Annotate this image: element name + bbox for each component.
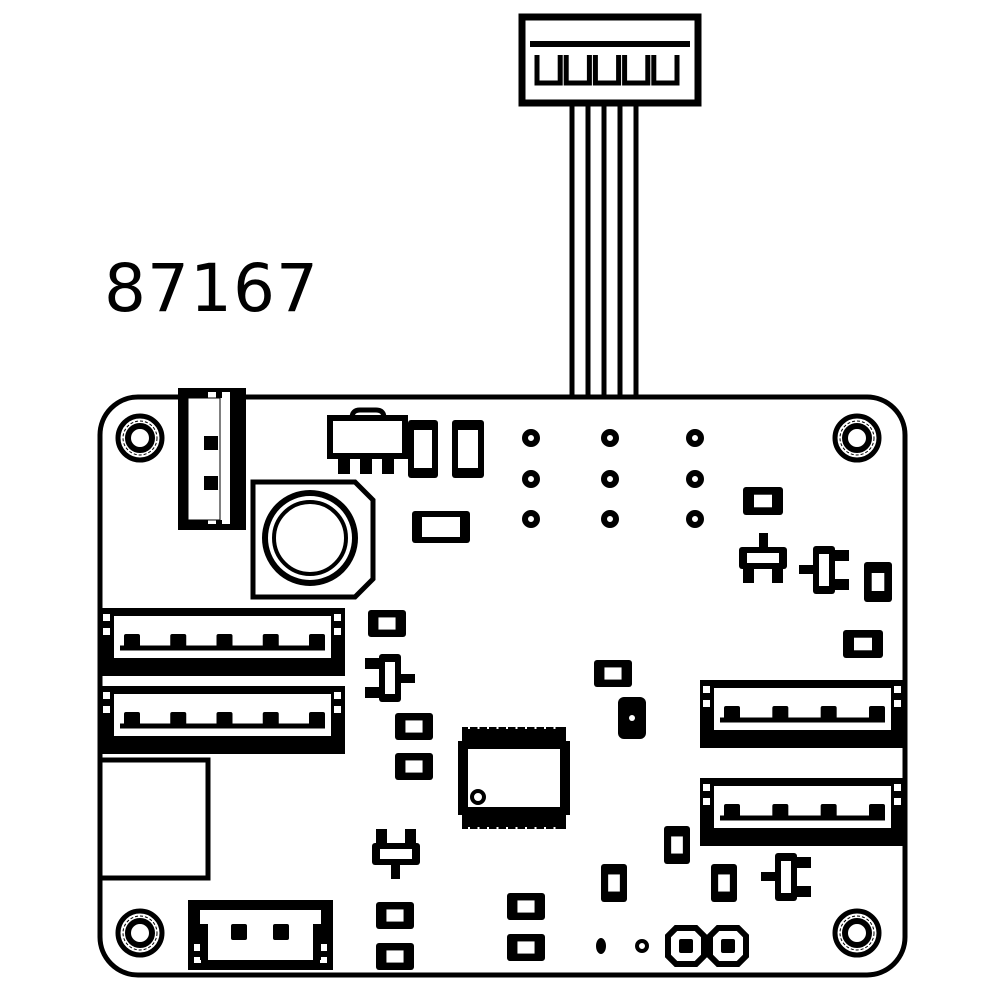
power-inductor: [250, 479, 376, 600]
through-hole-pad: [601, 510, 619, 528]
connectors: [100, 388, 905, 970]
through-hole-pad: [522, 470, 540, 488]
jst-5pin-left-upper: [100, 608, 345, 676]
test-point: [635, 939, 649, 953]
smd-resistor-capacitor: [376, 943, 414, 970]
ribbon-connector: [518, 13, 702, 107]
jst-5pin-left-lower: [100, 686, 345, 754]
ribbon-connector-pins: [534, 55, 680, 86]
regulator-lead: [382, 456, 394, 474]
smd-resistor-capacitor: [864, 562, 892, 602]
header-pad-grid: [522, 429, 704, 528]
smd-resistor-capacitor: [601, 864, 627, 902]
through-hole-pad: [686, 470, 704, 488]
ribbon-pin: [651, 55, 680, 86]
usb-port: [97, 757, 211, 881]
smd-resistor-capacitor: [376, 902, 414, 929]
mounting-hole: [832, 908, 882, 958]
transistors: [365, 533, 849, 901]
mounting-hole: [115, 413, 165, 463]
ribbon-pin: [534, 55, 563, 86]
part-number-label: 87167: [104, 250, 319, 327]
through-hole-pad: [686, 429, 704, 447]
through-hole-pad: [601, 470, 619, 488]
smd-resistor-capacitor: [408, 420, 438, 478]
ribbon-pin: [622, 55, 651, 86]
test-points: [596, 938, 649, 954]
connector-pin: [204, 436, 218, 450]
misc-components: [97, 407, 749, 967]
connector-pin: [273, 924, 289, 940]
smd-resistor-capacitor: [743, 487, 783, 515]
jst-2pin-vertical-top-left: [178, 388, 246, 530]
jst-4pin-right-upper: [700, 680, 905, 748]
sot23-top-right: [739, 533, 787, 583]
ribbon-pin: [563, 55, 592, 86]
smd-resistor-capacitor: [843, 630, 883, 658]
ic-chip: [458, 725, 570, 831]
jst-4pin-right-lower: [700, 778, 905, 846]
test-point: [596, 938, 606, 954]
through-hole-pad: [686, 510, 704, 528]
sot23-right-vertical: [799, 546, 849, 594]
smd-resistor-capacitor: [711, 864, 737, 902]
smd-resistor-capacitor: [368, 610, 406, 637]
smd-resistor-capacitor: [594, 660, 632, 687]
through-hole-pad: [601, 429, 619, 447]
ribbon-cable: [518, 13, 702, 397]
regulator-lead: [360, 456, 372, 474]
smd-resistor-capacitor: [395, 713, 433, 740]
sot23-left-vertical: [365, 654, 415, 702]
smd-resistor-capacitor: [412, 511, 470, 543]
jst-2pin-bottom: [188, 900, 333, 970]
smd-resistor-capacitor: [507, 893, 545, 920]
smd-resistor-capacitor: [507, 934, 545, 961]
mounting-holes: [115, 413, 882, 958]
mounting-hole: [832, 413, 882, 463]
smd-components: [368, 420, 892, 970]
crystal: [618, 697, 646, 739]
through-hole-pad: [522, 429, 540, 447]
through-hole-pad: [522, 510, 540, 528]
voltage-regulator: [327, 407, 408, 474]
ribbon-pin: [592, 55, 622, 86]
sot23-bottom-right: [761, 853, 811, 901]
smd-resistor-capacitor: [395, 753, 433, 780]
jumper-header: [665, 925, 749, 967]
smd-resistor-capacitor: [664, 826, 690, 864]
connector-pin: [231, 924, 247, 940]
pin1-marker: [470, 789, 486, 805]
mounting-hole: [115, 908, 165, 958]
ribbon-connector-bar: [530, 41, 690, 47]
connector-pin: [204, 476, 218, 490]
sot23-bottom-left: [372, 829, 420, 879]
smd-resistor-capacitor: [452, 420, 484, 478]
regulator-lead: [338, 456, 350, 474]
